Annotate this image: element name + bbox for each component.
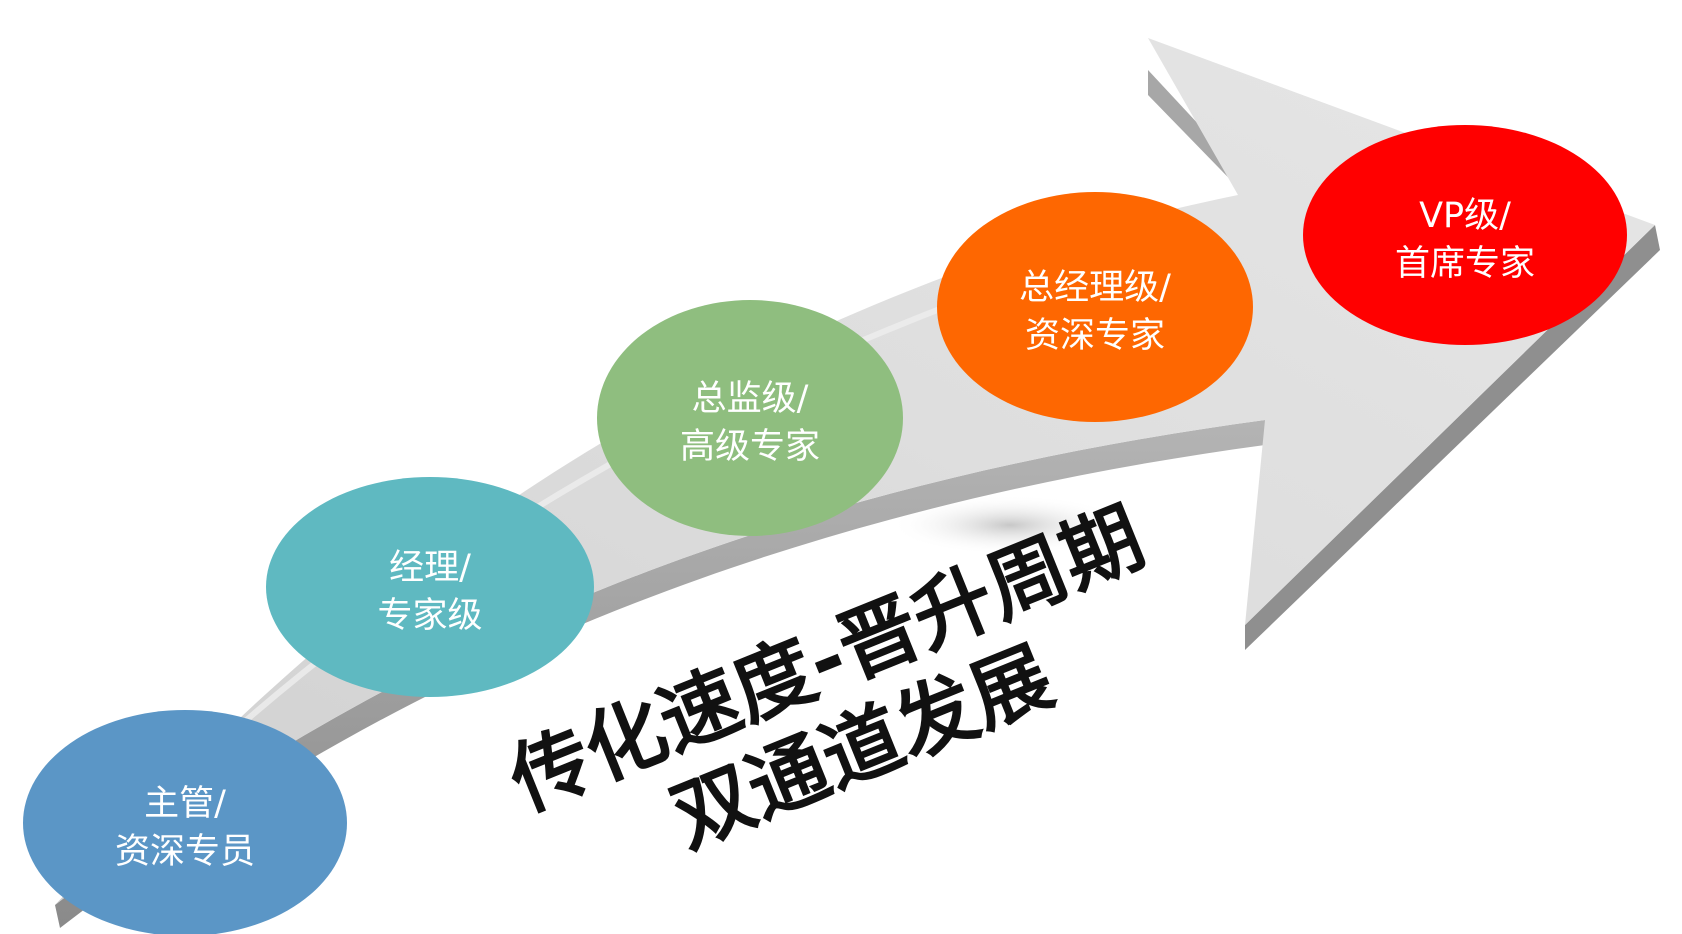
stage-label-title: 经理/: [389, 548, 471, 588]
stage-label-role: 高级专家: [680, 427, 820, 467]
stage-ellipse: [266, 477, 594, 697]
arrow-floor-shadow: [890, 495, 1130, 555]
stage-label-role: 资深专员: [115, 832, 255, 872]
stage-node-general-manager: 总经理级/资深专家: [937, 192, 1253, 422]
stage-label-role: 专家级: [377, 596, 482, 636]
stage-node-director: 总监级/高级专家: [597, 300, 903, 536]
stage-label-title: 总监级/: [692, 379, 809, 419]
stage-node-vp: VP级/首席专家: [1303, 125, 1627, 345]
stage-label-title: 总经理级/: [1019, 268, 1171, 308]
stage-ellipse: [23, 710, 347, 934]
stage-label-title: VP级/: [1419, 196, 1511, 236]
stage-label-title: 主管/: [144, 784, 226, 824]
stage-ellipse: [1303, 125, 1627, 345]
stage-node-manager: 经理/专家级: [266, 477, 594, 697]
stage-ellipse: [937, 192, 1253, 422]
stage-label-role: 资深专家: [1025, 316, 1165, 356]
stage-label-role: 首席专家: [1395, 244, 1535, 284]
stage-ellipse: [597, 300, 903, 536]
stage-node-supervisor: 主管/资深专员: [23, 710, 347, 934]
arrow-tip-side-face: [1245, 225, 1660, 650]
